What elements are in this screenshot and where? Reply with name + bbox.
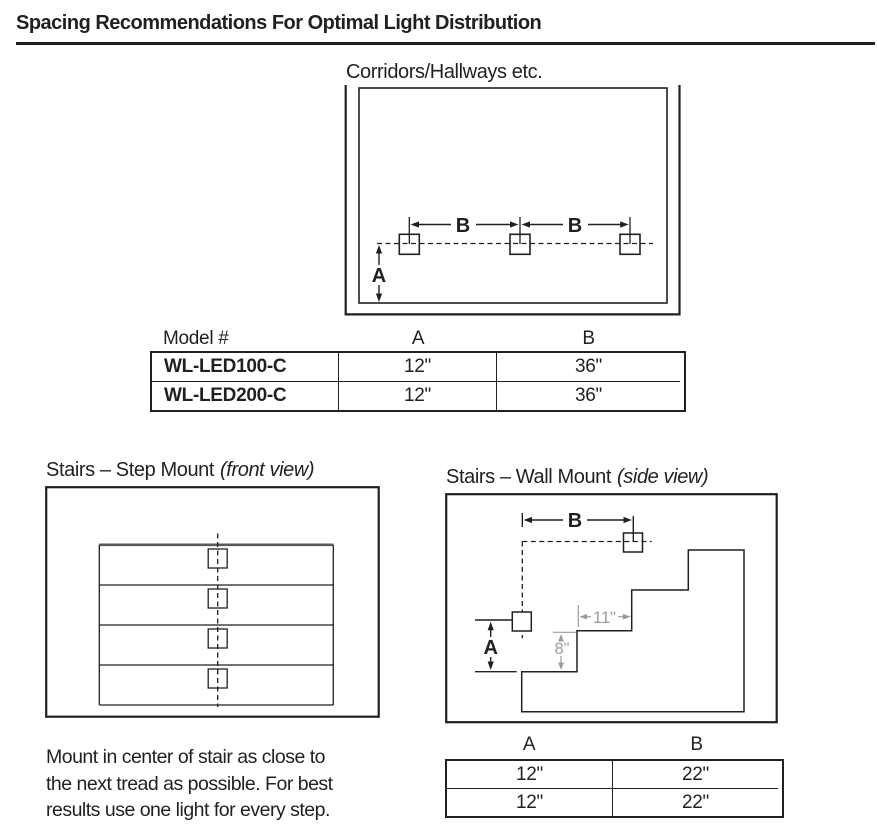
step-mount-view-label: (front view) xyxy=(220,459,315,481)
table-cell-model: WL-LED100-C xyxy=(152,353,339,382)
table-cell-a: 12" xyxy=(339,353,497,382)
note-line: results use one light for every step. xyxy=(46,799,330,822)
tread-depth-dimension: 11" xyxy=(577,605,631,627)
step-mount-frame xyxy=(45,486,380,718)
dim-b-arrow-2: B xyxy=(521,215,629,237)
table-cell-b: 36" xyxy=(497,353,680,382)
column-header-b: B xyxy=(690,734,703,755)
riser-height-label: 8" xyxy=(554,640,569,658)
corridor-outer-walls xyxy=(344,85,681,316)
note-line: the next tread as possible. For best xyxy=(46,772,333,795)
step-mount-title: Stairs – Step Mount xyxy=(46,459,215,481)
corridor-table-header: Model # A B xyxy=(150,327,682,350)
table-cell-a: 12" xyxy=(339,382,497,410)
light-fixture-icon xyxy=(207,668,228,689)
dim-b-label: B xyxy=(568,215,582,237)
column-header-b: B xyxy=(582,328,595,349)
wall-mount-view-label: (side view) xyxy=(617,466,709,488)
corridor-heading: Corridors/Hallways etc. xyxy=(346,61,543,83)
table-cell-a: 12" xyxy=(447,789,613,816)
corridor-inner-wall xyxy=(358,87,668,304)
dim-a-label: A xyxy=(483,637,497,659)
dim-a-label: A xyxy=(372,265,386,287)
wall-mount-diagram: B A 11" 8" xyxy=(445,493,778,724)
table-cell-b: 36" xyxy=(575,385,602,406)
dimension-ticks xyxy=(408,217,631,244)
tread-depth-label: 11" xyxy=(593,609,616,627)
wall-mount-table-header: A B xyxy=(445,733,780,756)
table-cell-model: WL-LED200-C xyxy=(152,382,339,410)
light-fixture-icon xyxy=(511,611,533,632)
light-fixture-icon xyxy=(207,588,228,609)
step-mount-heading: Stairs – Step Mount(front view) xyxy=(46,459,315,482)
corridor-diagram: B B A xyxy=(344,85,681,316)
table-cell-b: 22" xyxy=(613,761,778,789)
light-fixture-icon xyxy=(619,233,641,256)
wall-mount-frame xyxy=(445,493,778,724)
corridor-spacing-table: WL-LED100-C 12" 36" WL-LED200-C 12" 36" xyxy=(150,351,686,412)
page-title: Spacing Recommendations For Optimal Ligh… xyxy=(16,12,542,34)
light-fixture-icon xyxy=(398,233,421,256)
wall-mount-spacing-table: 12" 22" 12" 22" xyxy=(445,759,784,818)
stair-profile xyxy=(520,549,745,713)
riser-height-dimension: 8" xyxy=(553,631,576,670)
wall-mount-title: Stairs – Wall Mount xyxy=(446,466,612,488)
light-fixture-icon xyxy=(207,628,228,649)
table-cell-b: 22" xyxy=(682,791,709,813)
table-cell-a: 12" xyxy=(447,761,613,789)
dim-b-arrow-1: B xyxy=(410,215,519,237)
mounting-note: Mount in center of stair as close to the… xyxy=(46,744,333,824)
dim-b-label: B xyxy=(456,215,470,237)
light-fixture-icon xyxy=(509,233,531,256)
dim-b-label: B xyxy=(568,510,582,532)
dim-b-arrow: B xyxy=(521,510,634,542)
column-header-a: A xyxy=(411,328,425,349)
wall-mount-heading: Stairs – Wall Mount(side view) xyxy=(446,466,709,489)
column-header-model: Model # xyxy=(163,328,229,349)
title-underline xyxy=(16,42,875,45)
stair-treads xyxy=(98,544,334,706)
step-mount-diagram xyxy=(45,486,380,718)
dim-a-arrow: A xyxy=(372,245,386,302)
column-header-a: A xyxy=(522,734,536,755)
light-fixture-icon xyxy=(207,548,228,569)
note-line: Mount in center of stair as close to xyxy=(46,746,325,768)
dim-a-arrow: A xyxy=(475,619,517,673)
